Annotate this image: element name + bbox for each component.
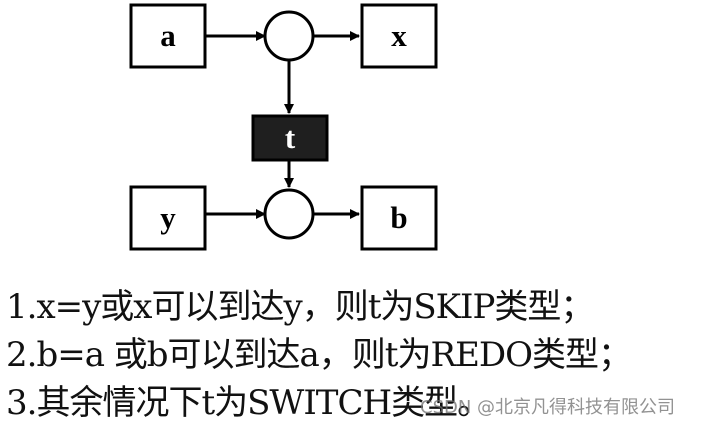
place-b-box: b <box>360 185 438 251</box>
node-label-y: y <box>160 200 176 235</box>
transition-t: t <box>251 114 329 162</box>
place-a-box: a <box>129 3 207 69</box>
node-label-a: a <box>160 18 176 53</box>
place-circle-bottom <box>263 188 315 240</box>
petri-net-diagram: a x t y b <box>129 3 438 251</box>
place-circle-top <box>263 10 315 62</box>
rule-line-3: 3.其余情况下t为SWITCH类型。 <box>6 383 491 423</box>
node-label-t: t <box>285 120 296 155</box>
node-label-b: b <box>390 200 407 235</box>
node-label-x: x <box>391 18 407 53</box>
rule-line-2: 2.b=a 或b可以到达a，则t为REDO类型； <box>6 335 632 375</box>
place-x-box: x <box>360 3 438 69</box>
place-y-box: y <box>129 185 207 251</box>
rule-line-1: 1.x=y或x可以到达y，则t为SKIP类型； <box>6 287 594 327</box>
watermark: CSDN @北京凡得科技有限公司 <box>420 397 676 418</box>
rules-text-block: 1.x=y或x可以到达y，则t为SKIP类型； 2.b=a 或b可以到达a，则t… <box>6 283 632 427</box>
